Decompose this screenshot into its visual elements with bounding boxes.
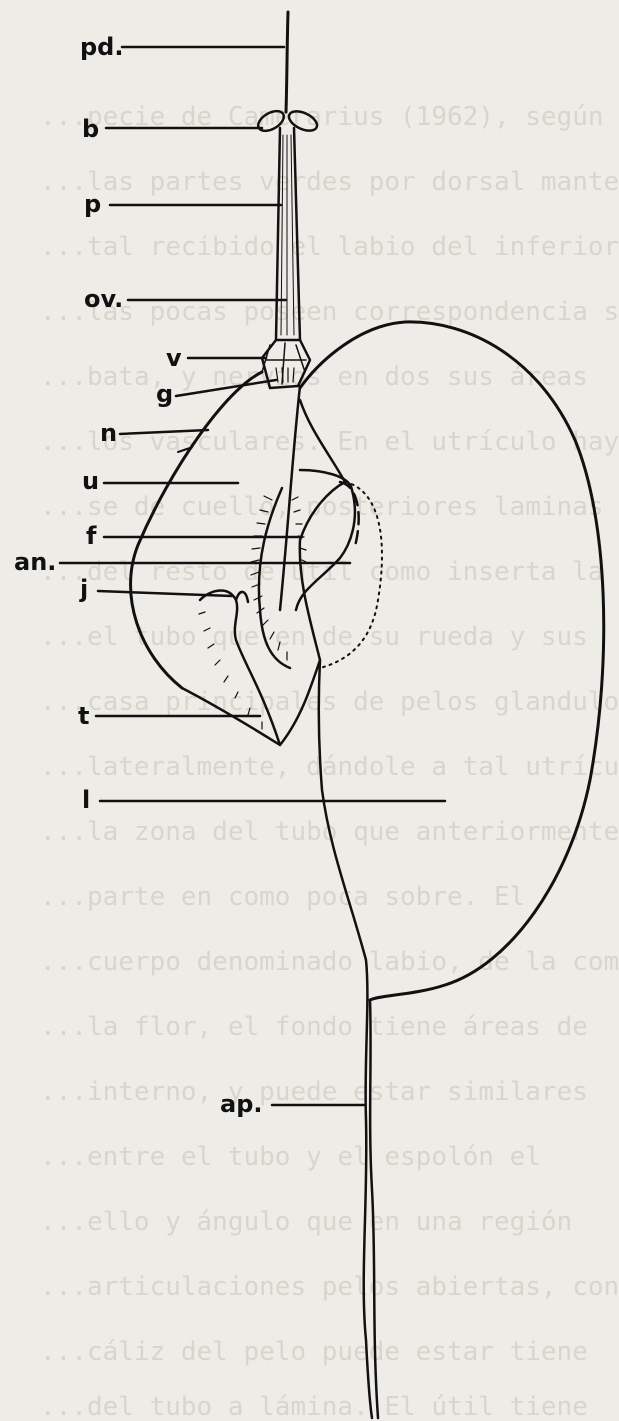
label-l: l (82, 786, 90, 814)
trapdoor (199, 591, 280, 745)
bg-line-6: ...los vasculares. En el utrículo hay ..… (40, 427, 619, 457)
bg-line-10: ...casa principales de pelos glanduloso (40, 687, 619, 717)
bg-line-14: ...cuerpo denominado labio, de la comp (40, 947, 619, 977)
label-v: v (166, 344, 182, 372)
label-b: b (82, 115, 99, 143)
bg-line-3: ...tal recibido el labio del inferior (40, 232, 619, 262)
label-p: p (84, 190, 101, 218)
label-u: u (82, 467, 99, 495)
bg-line-19: ...articulaciones pelos abiertas, con la (40, 1272, 619, 1302)
bg-line-13: ...parte en como poca sobre. El (40, 882, 525, 912)
pedicel (286, 12, 288, 112)
label-j: j (79, 575, 88, 603)
bg-line-21: ...del tubo a lámina. El útil tiene (40, 1392, 588, 1421)
bg-line-17: ...entre el tubo y el espolón el (40, 1142, 541, 1172)
label-an: an. (14, 548, 56, 576)
bg-line-4: ...las pocas poseen correspondencia sus (40, 297, 619, 327)
bg-line-7: ...se de cuello, posteriores laminas (40, 492, 604, 522)
label-ov: ov. (84, 285, 123, 313)
label-g: g (156, 380, 173, 408)
bg-line-15: ...la flor, el fondo tiene áreas de (40, 1012, 588, 1042)
label-f: f (86, 522, 97, 550)
bg-line-2: ...las partes verdes por dorsal mantenid… (40, 167, 619, 197)
bg-line-8: ...del resto de útil como inserta la (40, 557, 604, 587)
label-t: t (78, 702, 89, 730)
flap (296, 470, 355, 610)
bg-line-18: ...ello y ángulo que en una región (40, 1207, 572, 1237)
bg-line-11: ...lateralmente, dándole a tal utrículo (40, 752, 619, 782)
label-n: n (100, 419, 117, 447)
bg-line-16: ...interno, y puede estar similares (40, 1077, 588, 1107)
bg-line-20: ...cáliz del pelo puede estar tiene (40, 1337, 588, 1367)
label-ap: ap. (220, 1090, 263, 1118)
bg-line-5: ...bata, y nervios en dos sus áreas (40, 362, 588, 392)
label-pd: pd. (80, 33, 123, 61)
